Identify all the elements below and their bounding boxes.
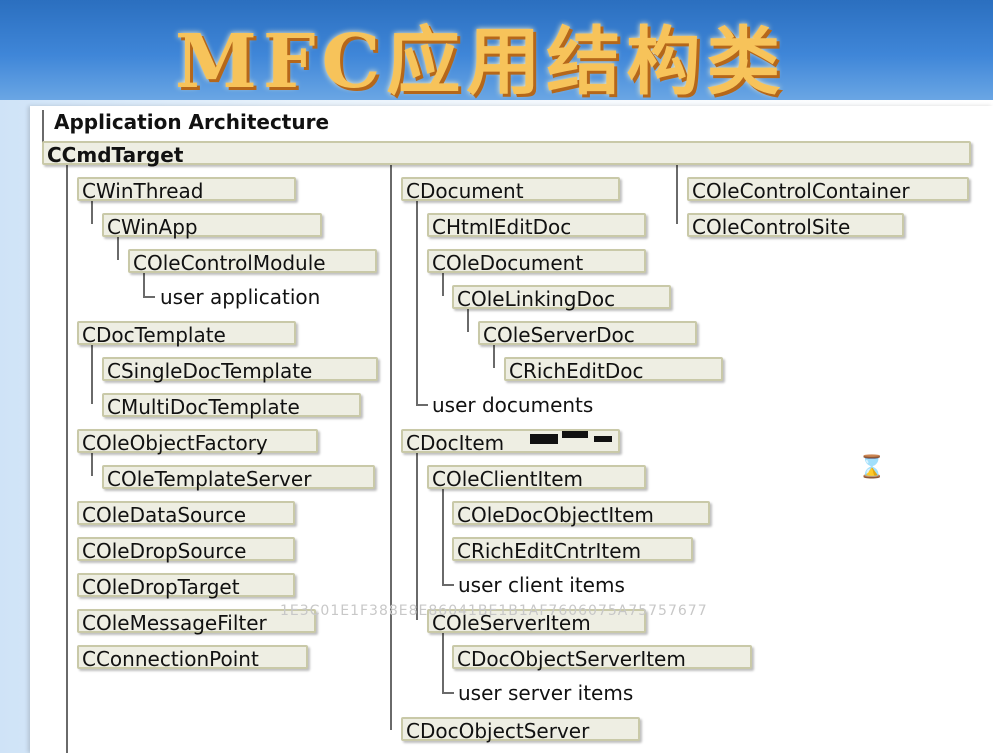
hourglass-icon: ⌛ [858,455,886,480]
connector [676,164,678,224]
redaction-mark [562,431,588,438]
node-coledocobjectitem: COleDocObjectItem [452,501,710,527]
node-crichEditcntritem: CRichEditCntrItem [452,537,693,563]
node-cconnectionpoint: CConnectionPoint [77,645,308,671]
node-cdocobjectserveritem: CDocObjectServerItem [452,645,752,671]
connector [442,632,444,692]
node-csingledoctemplate: CSingleDocTemplate [102,357,378,383]
connector [442,692,454,694]
node-colelinkingdoc: COleLinkingDoc [452,285,671,311]
title-banner: MFC应用结构类 [0,0,993,105]
connector [442,584,454,586]
node-ccmdtarget: CCmdTarget [42,141,971,167]
node-coleserveritem: COleServerItem [427,609,646,635]
connector [493,344,495,368]
node-coledroptarget: COleDropTarget [77,573,295,599]
node-coleclientitem: COleClientItem [427,465,646,491]
node-coleobjectfactory: COleObjectFactory [77,429,318,455]
connector [416,200,418,404]
connector [66,164,68,753]
node-cdocobjectserver: CDocObjectServer [401,717,640,743]
connector [42,110,44,150]
node-cmultidoctemplate: CMultiDocTemplate [102,393,361,419]
node-cwinthread: CWinThread [77,177,296,203]
node-cdoctemplate: CDocTemplate [77,321,296,347]
watermark: 1E3C01E1F388E8E86041BE1B1AF7606075A75757… [280,603,708,619]
node-colecontrolcontainer: COleControlContainer [687,177,969,203]
node-coledocument: COleDocument [427,249,646,275]
connector [416,452,418,620]
node-cwinapp: CWinApp [102,213,322,239]
node-colemessagefilter: COleMessageFilter [77,609,316,635]
label-user-server-items: user server items [458,681,634,705]
slide-title: MFC应用结构类 [175,19,787,105]
connector [467,308,469,332]
node-cdocument: CDocument [401,177,620,203]
node-coledropsource: COleDropSource [77,537,295,563]
redaction-mark [530,434,558,444]
node-coleserverdoc: COleServerDoc [478,321,697,347]
connector [143,272,145,296]
connector [390,164,392,730]
connector [143,296,155,298]
node-crichEditdoc: CRichEditDoc [504,357,723,383]
connector [117,236,119,260]
label-user-application: user application [160,285,321,309]
category-label: Application Architecture [54,110,330,134]
node-chtmleditdoc: CHtmlEditDoc [427,213,646,239]
node-coledatasource: COleDataSource [77,501,295,527]
connector [442,488,444,584]
connector [91,452,93,476]
connector [91,344,93,404]
label-user-documents: user documents [432,393,594,417]
node-coletemplateserver: COleTemplateServer [102,465,375,491]
connector [442,272,444,296]
label-user-client-items: user client items [458,573,625,597]
redaction-mark [594,436,612,442]
node-colecontrolmodule: COleControlModule [128,249,377,275]
connector [91,200,93,224]
node-colecontrolsite: COleControlSite [687,213,904,239]
connector [416,404,428,406]
